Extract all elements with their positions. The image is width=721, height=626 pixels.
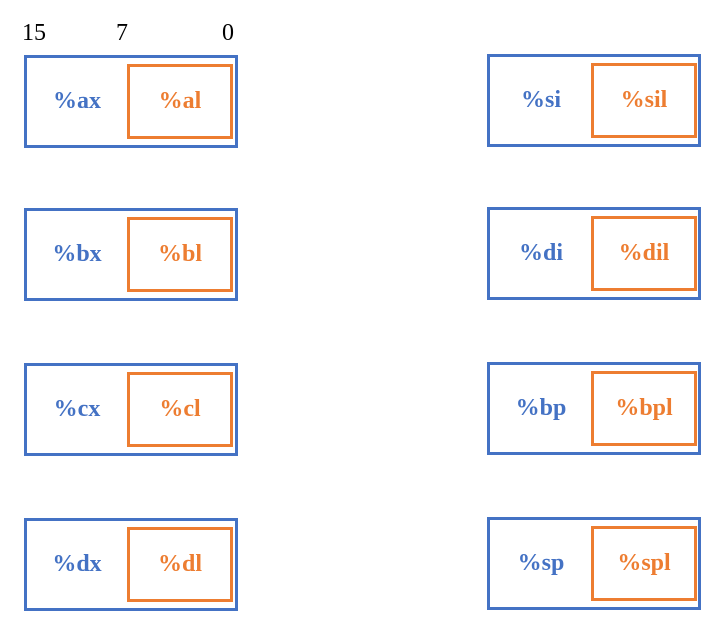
low-byte-register: %sil <box>591 63 697 138</box>
register-name: %ax <box>53 88 101 114</box>
register-name: %dx <box>52 551 102 577</box>
register-si: %si %sil <box>487 54 701 147</box>
low-byte-register: %dil <box>591 216 697 291</box>
bit-label-7: 7 <box>116 20 128 46</box>
low-byte-register: %spl <box>591 526 697 601</box>
low-byte-register: %cl <box>127 372 233 447</box>
bit-label-0: 0 <box>222 20 234 46</box>
register-name: %di <box>518 240 563 266</box>
register-name: %sp <box>517 550 565 576</box>
low-byte-register: %al <box>127 64 233 139</box>
register-di: %di %dil <box>487 207 701 300</box>
register-name: %si <box>520 87 561 113</box>
register-dx: %dx %dl <box>24 518 238 611</box>
register-bp: %bp %bpl <box>487 362 701 455</box>
low-byte-register: %dl <box>127 527 233 602</box>
register-name: %bp <box>515 395 567 421</box>
low-byte-register: %bpl <box>591 371 697 446</box>
register-name: %bx <box>52 241 102 267</box>
register-cx: %cx %cl <box>24 363 238 456</box>
register-ax: %ax %al <box>24 55 238 148</box>
bit-label-15: 15 <box>22 20 46 46</box>
register-name: %cx <box>53 396 101 422</box>
register-bx: %bx %bl <box>24 208 238 301</box>
low-byte-register: %bl <box>127 217 233 292</box>
register-sp: %sp %spl <box>487 517 701 610</box>
